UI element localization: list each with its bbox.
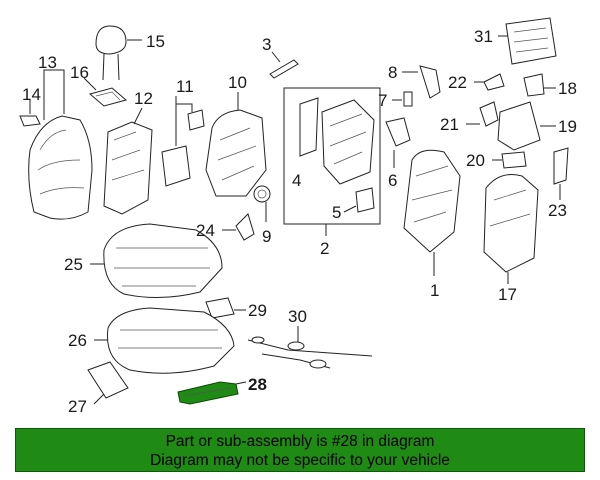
callout-11: 11 (176, 77, 194, 96)
callout-9: 9 (262, 227, 271, 246)
part-wiring-harness (247, 326, 373, 369)
part-strip (269, 51, 299, 79)
part-bracket (222, 213, 255, 241)
part-backrest-shell (483, 174, 539, 284)
callout-26: 26 (68, 331, 87, 350)
callout-1: 1 (430, 281, 439, 300)
part-lumbar-module (498, 17, 557, 65)
part-headrest (95, 25, 142, 81)
part-backrest-frame (205, 92, 267, 197)
callout-16: 16 (70, 63, 89, 82)
info-banner: Part or sub-assembly is #28 in diagram D… (15, 428, 585, 472)
callout-25: 25 (64, 255, 83, 274)
callout-28: 28 (248, 375, 267, 394)
callout-19: 19 (558, 117, 577, 136)
callout-8: 8 (388, 63, 397, 82)
callout-31: 31 (474, 27, 493, 46)
banner-line-1: Part or sub-assembly is #28 in diagram (165, 433, 435, 450)
part-cushion-cover (90, 223, 223, 299)
callout-13: 13 (38, 53, 57, 72)
callout-3: 3 (262, 35, 271, 54)
callout-18: 18 (558, 79, 577, 98)
part-cushion-module (205, 297, 246, 319)
part-module (161, 96, 205, 187)
part-small-hardware (385, 65, 441, 168)
part-seat-cushion (94, 307, 235, 374)
callout-14: 14 (22, 85, 41, 104)
part-side-trim (553, 147, 569, 200)
callout-29: 29 (248, 301, 267, 320)
callout-12: 12 (134, 89, 153, 108)
part-shell-assembly (466, 101, 556, 169)
part-clip (19, 100, 41, 127)
callout-4: 4 (292, 171, 301, 190)
part-backrest-frame-right (403, 149, 461, 276)
part-assembly-box (283, 87, 381, 236)
callout-15: 15 (146, 32, 165, 51)
part-foam-strip (87, 361, 129, 405)
part-back-panel (103, 107, 153, 215)
callout-24: 24 (196, 221, 215, 240)
callout-6: 6 (388, 171, 397, 190)
callout-27: 27 (68, 397, 87, 416)
callout-23: 23 (548, 201, 567, 220)
callout-7: 7 (378, 91, 387, 110)
part-cover-small (474, 73, 556, 97)
banner-line-2: Diagram may not be specific to your vehi… (150, 452, 450, 469)
part-backrest-cover (28, 69, 93, 220)
callout-30: 30 (288, 307, 307, 326)
callout-2: 2 (320, 239, 329, 258)
callout-10: 10 (228, 73, 247, 92)
callout-5: 5 (332, 203, 341, 222)
callout-22: 22 (448, 73, 467, 92)
part-28-highlighted[interactable] (177, 381, 247, 405)
part-tray (83, 77, 128, 107)
callout-20: 20 (466, 151, 485, 170)
callout-21: 21 (440, 115, 459, 134)
callout-17: 17 (498, 285, 517, 304)
part-knob (253, 185, 271, 222)
